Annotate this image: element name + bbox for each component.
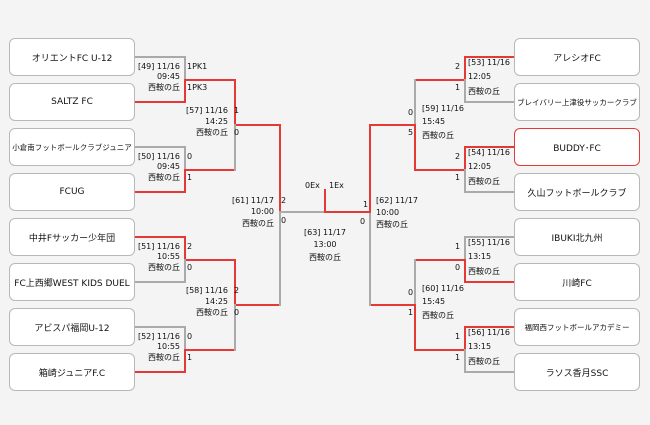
team-box-r7: 福岡西フットボールアカデミー <box>514 308 640 346</box>
match-58-score-bottom: 0 <box>234 308 240 317</box>
match-57-title: [57] 11/16 <box>185 106 228 115</box>
match-60-venue: 西鞍の丘 <box>422 311 454 320</box>
match-55-title: [55] 11/16 <box>468 238 511 247</box>
team-box-l3: 小倉南フットボールクラブジュニア <box>9 128 135 166</box>
match-54-time: 12:05 <box>468 162 492 171</box>
match-61-score-top: 2 <box>281 196 287 205</box>
team-box-l8: 箱崎ジュニアF.C <box>9 353 135 391</box>
match-52-score-top: 0 <box>187 332 193 341</box>
match-57-score-bottom: 0 <box>234 128 240 137</box>
match-54-title: [54] 11/16 <box>468 148 511 157</box>
match-53-venue: 西鞍の丘 <box>468 87 500 96</box>
team-box-r2: ブレイバリー上津役サッカークラブ <box>514 83 640 121</box>
match-61-score-bottom: 0 <box>281 216 287 225</box>
team-box-l2: SALTZ FC <box>9 83 135 121</box>
team-box-l6: FC上西郷WEST KIDS DUEL <box>9 263 135 301</box>
match-56-time: 13:15 <box>468 342 492 351</box>
match-59-title: [59] 11/16 <box>422 104 465 113</box>
match-60-score-top: 0 <box>408 288 414 297</box>
match-57-time: 14:25 <box>204 117 228 126</box>
team-box-r6: 川崎FC <box>514 263 640 301</box>
match-56-score-bottom: 1 <box>455 353 461 362</box>
match-58-score-top: 2 <box>234 286 240 295</box>
match-53-title: [53] 11/16 <box>468 58 511 67</box>
match-62-venue: 西鞍の丘 <box>376 220 408 229</box>
match-59-time: 15:45 <box>422 117 446 126</box>
match-54-score-bottom: 1 <box>455 173 461 182</box>
match-62-score-top: 1 <box>363 200 369 209</box>
match-61-venue: 西鞍の丘 <box>242 219 274 228</box>
final-venue: 西鞍の丘 <box>309 253 341 262</box>
match-49-time: 09:45 <box>156 72 180 81</box>
match-49-title: [49] 11/16 <box>137 62 180 71</box>
match-58-venue: 西鞍の丘 <box>196 308 228 317</box>
match-62-score-bottom: 0 <box>360 217 366 226</box>
team-box-r8: ラソス香月SSC <box>514 353 640 391</box>
match-58-title: [58] 11/16 <box>185 286 228 295</box>
match-51-score-bottom: 0 <box>187 263 193 272</box>
team-box-l5: 中井Fサッカー少年団 <box>9 218 135 256</box>
match-57-venue: 西鞍の丘 <box>196 128 228 137</box>
match-53-score-top: 2 <box>455 62 461 71</box>
match-50-score-top: 0 <box>187 152 193 161</box>
match-50-venue: 西鞍の丘 <box>148 173 180 182</box>
match-55-venue: 西鞍の丘 <box>468 267 500 276</box>
team-box-l7: アビスパ福岡U-12 <box>9 308 135 346</box>
match-50-time: 09:45 <box>156 162 180 171</box>
match-56-title: [56] 11/16 <box>468 328 511 337</box>
match-60-time: 15:45 <box>422 297 446 306</box>
match-51-venue: 西鞍の丘 <box>148 263 180 272</box>
match-49-venue: 西鞍の丘 <box>148 83 180 92</box>
match-56-score-top: 1 <box>455 332 461 341</box>
match-50-title: [50] 11/16 <box>137 152 180 161</box>
match-57-score-top: 1 <box>234 106 240 115</box>
final-title: [63] 11/17 <box>303 228 347 237</box>
match-62-time: 10:00 <box>376 208 400 217</box>
match-61-title: [61] 11/17 <box>231 196 274 205</box>
match-59-venue: 西鞍の丘 <box>422 131 454 140</box>
match-55-time: 13:15 <box>468 252 492 261</box>
match-60-score-bottom: 1 <box>408 308 414 317</box>
match-61-time: 10:00 <box>250 207 274 216</box>
match-54-venue: 西鞍の丘 <box>468 177 500 186</box>
team-box-r3: BUDDY･FC <box>514 128 640 166</box>
match-53-score-bottom: 1 <box>455 83 461 92</box>
match-49-score-bottom: 1PK3 <box>187 83 208 92</box>
match-52-time: 10:55 <box>156 342 180 351</box>
match-55-score-top: 1 <box>455 242 461 251</box>
match-62-title: [62] 11/17 <box>376 196 419 205</box>
match-52-title: [52] 11/16 <box>137 332 180 341</box>
team-box-r5: IBUKI北九州 <box>514 218 640 256</box>
match-53-time: 12:05 <box>468 72 492 81</box>
match-58-time: 14:25 <box>204 297 228 306</box>
team-box-r4: 久山フットボールクラブ <box>514 173 640 211</box>
final-time: 13:00 <box>313 240 337 249</box>
match-52-venue: 西鞍の丘 <box>148 353 180 362</box>
match-60-title: [60] 11/16 <box>422 284 465 293</box>
final-score-right: 1Ex <box>329 181 344 190</box>
team-box-l4: FCUG <box>9 173 135 211</box>
match-59-score-bottom: 5 <box>408 128 414 137</box>
match-52-score-bottom: 1 <box>187 353 193 362</box>
final-score-left: 0Ex <box>305 181 320 190</box>
team-box-r1: アレシオFC <box>514 38 640 76</box>
match-55-score-bottom: 0 <box>455 263 461 272</box>
match-51-title: [51] 11/16 <box>137 242 180 251</box>
match-51-time: 10:55 <box>156 252 180 261</box>
match-59-score-top: 0 <box>408 108 414 117</box>
match-49-score-top: 1PK1 <box>187 62 208 71</box>
team-box-l1: オリエントFC U-12 <box>9 38 135 76</box>
match-56-venue: 西鞍の丘 <box>468 357 500 366</box>
match-51-score-top: 2 <box>187 242 193 251</box>
match-50-score-bottom: 1 <box>187 173 193 182</box>
match-54-score-top: 2 <box>455 152 461 161</box>
